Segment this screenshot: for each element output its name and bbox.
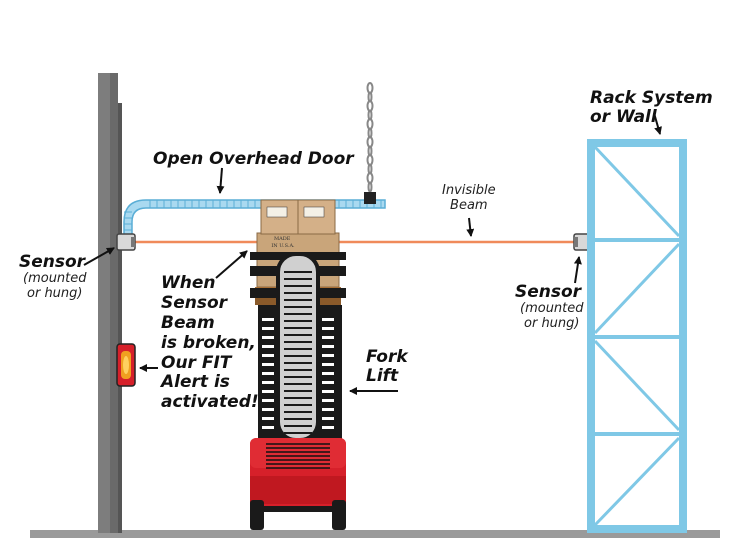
chain-icon (366, 82, 374, 193)
label-rack-system: Rack System or Wall (590, 88, 713, 128)
label-invisible-beam: Invisible Beam (442, 183, 496, 213)
door-pillar (98, 73, 122, 533)
door-opener-box (364, 192, 376, 204)
label-sensor-right-note: (mounted or hung) (520, 301, 584, 331)
alert-light-icon (116, 343, 136, 387)
label-sensor-left-note: (mounted or hung) (23, 271, 87, 301)
label-sensor-right: Sensor (515, 282, 582, 302)
arrow-icon (83, 112, 662, 395)
overhead-door (123, 199, 386, 241)
box-marking: MADE IN U.S.A. (271, 236, 295, 249)
sensor-icon (116, 233, 136, 251)
label-fork-lift: Fork Lift (366, 347, 408, 387)
rack-system (587, 139, 687, 533)
label-sensor-left: Sensor (19, 252, 86, 272)
floor (30, 530, 720, 538)
label-alert-text: When Sensor Beam is broken, Our FIT Aler… (161, 273, 259, 413)
forklift: MADE IN U.S.A. (250, 199, 346, 530)
label-open-overhead-door: Open Overhead Door (153, 149, 354, 169)
